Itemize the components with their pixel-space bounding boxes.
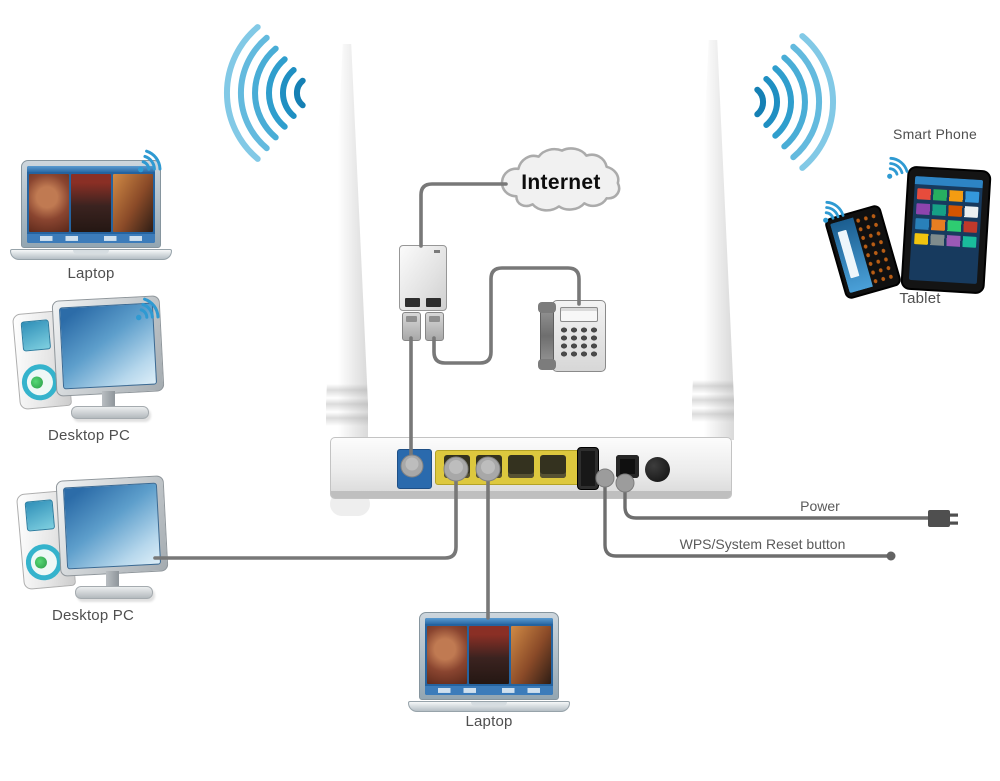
router-lan-panel [435, 450, 580, 485]
lan-port-2 [476, 455, 502, 478]
internet-cloud [500, 147, 621, 212]
desktop-pc-1 [11, 295, 165, 430]
laptop-screen-topbar [27, 166, 155, 172]
laptop-bottom [408, 612, 570, 716]
desktop-pc-2 [15, 475, 169, 610]
router-wan-port [397, 449, 432, 489]
smart-phone-label: Smart Phone [893, 126, 977, 142]
power-jack [616, 455, 639, 478]
power-plug-icon [928, 510, 958, 527]
telephone-keypad [559, 326, 599, 357]
laptop-bottom-label: Laptop [465, 713, 513, 730]
laptop-screen-bottombar [27, 234, 155, 243]
modem-plug-right [425, 312, 444, 341]
wifi-icon [137, 149, 162, 173]
tablet-app-row [915, 203, 979, 218]
tower-panel [24, 499, 56, 532]
tower-panel [20, 319, 52, 352]
telephone-display [560, 307, 598, 322]
modem-port-1 [405, 298, 421, 307]
router-antenna-left [326, 44, 368, 444]
power-label: Power [800, 498, 840, 514]
monitor-neck [106, 571, 119, 588]
pc-monitor [55, 475, 169, 577]
tablet-label: Tablet [899, 290, 941, 307]
tablet-app-row [916, 188, 980, 203]
wps-reset-label: WPS/System Reset button [679, 536, 846, 552]
tower-emblem [20, 362, 60, 402]
monitor-stand [75, 586, 153, 599]
wifi-icon [135, 297, 160, 321]
tablet-app-row [914, 218, 978, 233]
monitor-stand [71, 406, 149, 419]
laptop-screen-bottombar [425, 686, 553, 695]
wps-pointer-dot [886, 551, 896, 561]
telephone-body [552, 300, 606, 372]
wifi-icon [887, 156, 909, 179]
laptop-top-label: Laptop [67, 265, 115, 282]
router-back-panel [330, 437, 732, 499]
telephone [538, 300, 606, 372]
internet-label: Internet [521, 171, 601, 194]
wifi-signal-left-icon [223, 24, 306, 162]
lan-port-3 [508, 455, 534, 478]
modem-splitter [399, 245, 447, 311]
power-connector-knob [645, 457, 670, 482]
tablet-app-row [914, 233, 977, 248]
laptop-base [10, 249, 172, 260]
laptop-base [408, 701, 570, 712]
laptop-top [10, 160, 172, 264]
lan-port-1 [444, 455, 470, 478]
lan-port-4 [540, 455, 566, 478]
tower-emblem [24, 542, 64, 582]
usb-port [577, 447, 599, 490]
desktop-pc-1-label: Desktop PC [47, 427, 131, 444]
wifi-icon [823, 200, 845, 223]
modem-plug-left [402, 312, 421, 341]
laptop-video-call [425, 624, 553, 686]
tablet-statusbar [914, 176, 984, 189]
laptop-screen-topbar [425, 618, 553, 624]
laptop-video-call [27, 172, 155, 234]
telephone-handset [538, 302, 556, 370]
wifi-signal-right-icon [754, 33, 837, 171]
monitor-neck [102, 391, 115, 408]
router-antenna-right [692, 40, 734, 440]
desktop-pc-2-label: Desktop PC [51, 607, 135, 624]
modem-port-2 [425, 298, 441, 307]
tablet-device [900, 165, 992, 295]
